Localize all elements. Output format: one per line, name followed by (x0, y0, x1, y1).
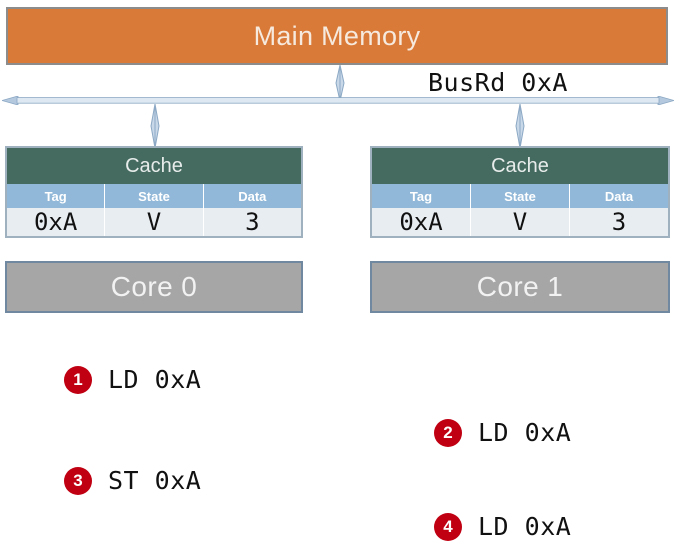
cache1-header-tag: Tag (372, 184, 471, 208)
core0-label: Core 0 (110, 271, 198, 302)
bus-to-cache1-arrow-icon (515, 104, 525, 148)
cache-block-core1: Cache Tag State Data 0xA V 3 (370, 146, 670, 238)
cache0-title: Cache (7, 148, 301, 184)
cache1-data-value: 3 (611, 208, 627, 236)
cache1-header-data: Data (604, 188, 634, 204)
cache1-tag-value: 0xA (372, 208, 471, 236)
step-1-text: LD 0xA (108, 365, 202, 394)
cache0-row: 0xA V 3 (7, 208, 301, 236)
cache0-state-value: V (105, 208, 204, 236)
cache1-state-value: V (471, 208, 570, 236)
cache0-header-state: State (105, 184, 204, 208)
step-2-text: LD 0xA (478, 418, 572, 447)
cache1-header-state: State (471, 184, 570, 208)
step-3-badge: 3 (64, 466, 92, 495)
cache0-title-label: Cache (125, 154, 183, 177)
step-1: 1 LD 0xA (64, 365, 201, 394)
cache1-column-headers: Tag State Data (372, 184, 668, 208)
cache0-column-headers: Tag State Data (7, 184, 301, 208)
step-2: 2 LD 0xA (434, 418, 571, 447)
cache-block-core0: Cache Tag State Data 0xA V 3 (5, 146, 303, 238)
step-1-badge: 1 (64, 365, 92, 394)
cache0-header-data: Data (238, 188, 267, 204)
cache0-header-tag: Tag (7, 184, 106, 208)
step-3: 3 ST 0xA (64, 466, 201, 495)
core1-label: Core 1 (476, 271, 564, 302)
core0-block: Core 0 (5, 261, 303, 313)
cache0-tag-value: 0xA (7, 208, 106, 236)
bus-to-cache0-arrow-icon (150, 104, 160, 148)
cache0-data-value: 3 (245, 208, 260, 236)
bus-arrow-icon (2, 96, 674, 105)
step-3-text: ST 0xA (108, 466, 202, 495)
cache1-title: Cache (372, 148, 668, 184)
step-4-badge: 4 (434, 512, 462, 541)
cache1-title-label: Cache (491, 154, 549, 177)
step-2-badge: 2 (434, 418, 462, 447)
bus-transaction-label: BusRd 0xA (428, 68, 568, 97)
core1-block: Core 1 (370, 261, 670, 313)
memory-to-bus-arrow-icon (335, 65, 345, 101)
main-memory-label: Main Memory (253, 20, 421, 51)
step-4: 4 LD 0xA (434, 512, 571, 541)
cache1-row: 0xA V 3 (372, 208, 668, 236)
main-memory-block: Main Memory (6, 7, 668, 65)
step-4-text: LD 0xA (478, 512, 572, 541)
